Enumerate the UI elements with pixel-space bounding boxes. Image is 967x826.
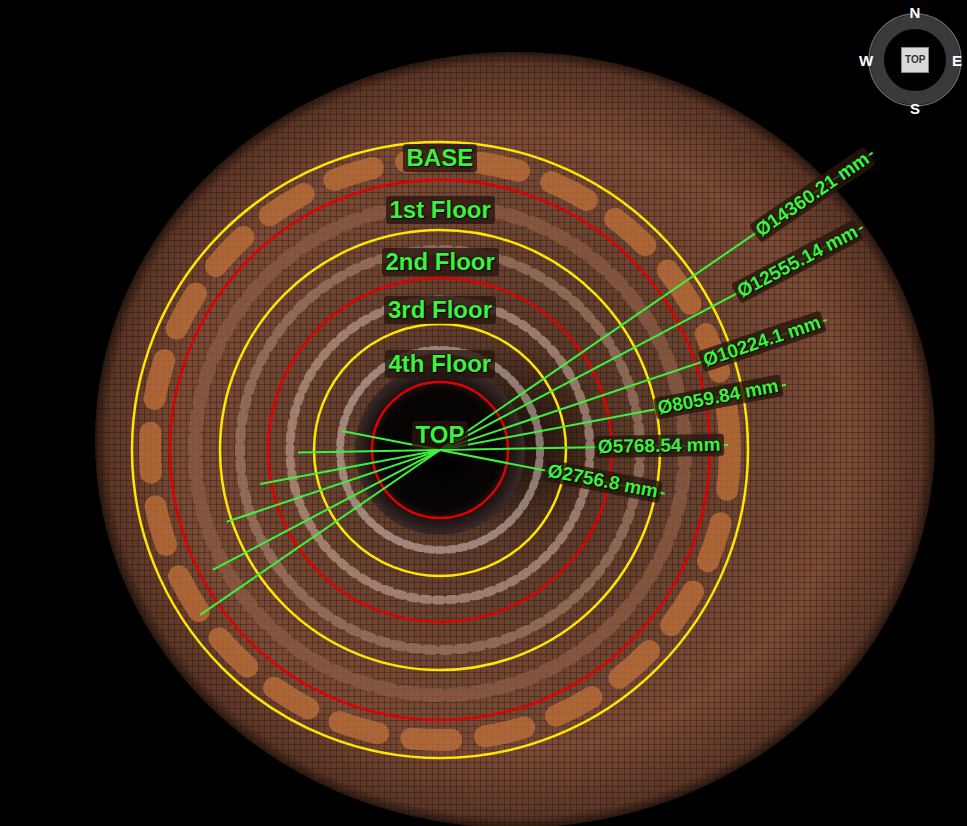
view-top-button: TOP — [901, 47, 929, 73]
compass-east: E — [952, 52, 962, 69]
floor-label: BASE — [403, 144, 478, 172]
compass-north: N — [910, 4, 921, 21]
floor-label: TOP — [412, 421, 469, 449]
compass-west: W — [859, 52, 873, 69]
floor-label: 2nd Floor — [382, 248, 499, 276]
floor-label: 1st Floor — [386, 196, 495, 224]
diameter-dimension: Ø5768.54 mm — [595, 434, 724, 458]
floor-label: 4th Floor — [385, 350, 496, 378]
floor-label: 3rd Floor — [384, 296, 496, 324]
compass-south: S — [910, 100, 920, 117]
compass-ring — [869, 14, 961, 106]
